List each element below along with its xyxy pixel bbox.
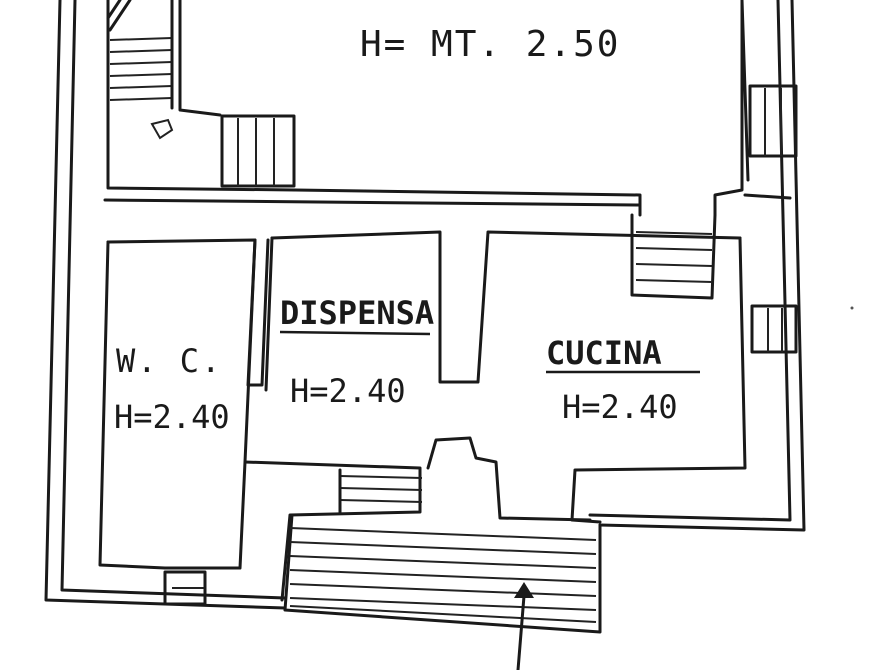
stair-block-bottom-left <box>163 570 207 606</box>
stair-block-upper <box>220 114 296 188</box>
staircase-center-right <box>630 213 717 300</box>
hall-walls <box>103 0 792 217</box>
cucina-height-label: H=2.40 <box>562 388 678 426</box>
wc-height-label: H=2.40 <box>114 398 230 436</box>
dispensa-name-label: DISPENSA <box>280 294 434 332</box>
window-right-upper <box>748 84 798 158</box>
speck-mark <box>850 306 854 310</box>
wc-name-label: W. C. <box>116 342 222 380</box>
dispensa-height-label: H=2.40 <box>290 372 406 410</box>
cucina-name-label: CUCINA <box>546 334 662 372</box>
staircase-top-left <box>106 0 174 140</box>
hall-height-label: H= MT. 2.50 <box>360 24 620 65</box>
entrance-staircase <box>283 513 602 634</box>
steps-center <box>338 468 423 514</box>
window-right-lower <box>750 304 798 354</box>
room-walls <box>98 230 747 602</box>
entrance-arrow-icon <box>514 582 534 670</box>
dispensa-underline <box>279 330 431 336</box>
